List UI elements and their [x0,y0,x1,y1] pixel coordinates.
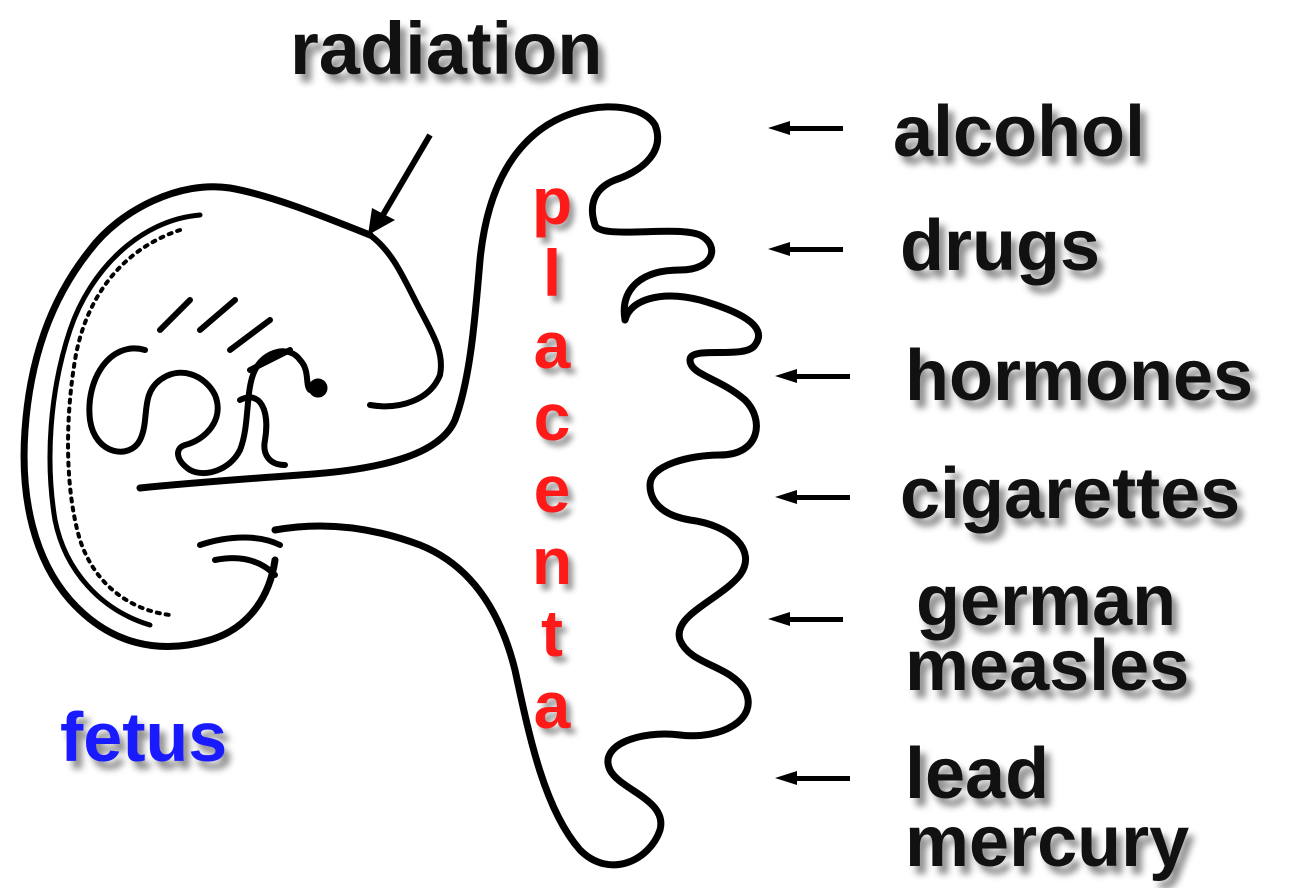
placenta-letter: l [522,240,582,306]
placenta-letter: c [522,384,582,450]
substance-hormones: hormones [905,340,1253,412]
left-arrow-icon [775,369,850,383]
substance-mercury: mercury [905,806,1189,878]
left-arrow-icon [768,242,843,256]
left-arrow-icon [775,490,850,504]
substance-alcohol: alcohol [893,96,1145,168]
substance-cigarettes: cigarettes [900,458,1240,530]
fetus-lower-limb [200,538,280,576]
placenta-letter: a [522,312,582,378]
placenta-letter: a [522,672,582,738]
umbilical-cord [300,360,310,390]
sac-upper-contour [370,235,441,406]
left-arrow-icon [768,612,843,626]
left-arrow-icon [768,121,843,135]
membrane-line [68,230,180,615]
placenta-letter: t [522,600,582,666]
substance-drugs: drugs [900,210,1100,282]
left-arrow-icon [775,771,850,785]
placenta-letter: n [522,528,582,594]
fetus-limb [160,300,290,465]
placenta-letter: p [522,168,582,234]
radiation-arrow-icon [350,130,470,260]
placenta-letter: e [522,456,582,522]
substance-lead: lead [905,738,1049,810]
fetus-label: fetus [60,702,227,772]
substance-measles: measles [905,630,1189,702]
radiation-label: radiation [290,12,602,86]
